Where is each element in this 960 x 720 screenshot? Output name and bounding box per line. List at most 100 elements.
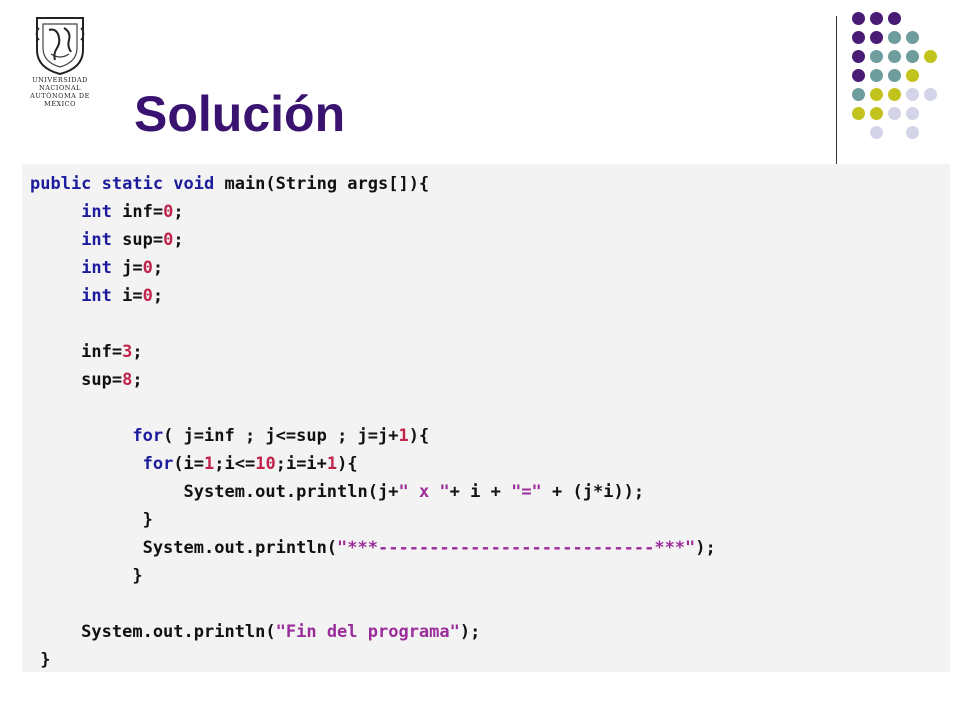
code-token: } [30, 650, 51, 670]
code-token: (i= [173, 454, 205, 474]
code-screenshot: public static void main(String args[]){ … [22, 164, 950, 672]
code-token: ){ [408, 426, 430, 446]
code-line: System.out.println("***-----------------… [30, 534, 716, 562]
code-token: inf= [30, 342, 123, 362]
code-token: "Fin del programa" [275, 622, 460, 642]
code-token: int [81, 202, 112, 222]
code-token: 1 [398, 426, 409, 446]
decorative-dot [924, 88, 937, 101]
code-token: int [81, 258, 112, 278]
code-token: ; [173, 202, 184, 222]
decorative-dot [852, 107, 865, 120]
code-line: ​ [30, 590, 716, 618]
decorative-dot [906, 88, 919, 101]
code-token: public static void [30, 174, 225, 194]
code-token: } [30, 510, 153, 530]
code-token: System.out.println( [30, 538, 338, 558]
code-token: 1 [204, 454, 215, 474]
code-token: ( j=inf ; j<=sup ; j=j+ [163, 426, 399, 446]
code-token: 8 [122, 370, 133, 390]
code-token: "=" [511, 482, 542, 502]
code-token: 0 [142, 258, 153, 278]
code-token: inf= [111, 202, 164, 222]
code-token: for [132, 426, 164, 446]
code-token: ){ [337, 454, 358, 474]
code-token: ;i<= [214, 454, 256, 474]
code-line: } [30, 562, 716, 590]
decorative-dot [906, 31, 919, 44]
decorative-dot [870, 126, 883, 139]
code-token: + i + [449, 482, 512, 502]
code-token: 3 [122, 342, 133, 362]
decorative-dot [870, 31, 883, 44]
unam-logo: Universidad Nacional Autónoma de México [14, 14, 106, 114]
code-token: for [142, 454, 174, 474]
code-token: "***---------------------------***" [337, 538, 696, 558]
code-line: ​ [30, 310, 716, 338]
code-line: int sup=0; [30, 226, 716, 254]
code-line: for(i=1;i<=10;i=i+1){ [30, 450, 716, 478]
decorative-dot [852, 12, 865, 25]
code-line: int inf=0; [30, 198, 716, 226]
decorative-dot [852, 31, 865, 44]
code-line: inf=3; [30, 338, 716, 366]
decorative-dot [888, 69, 901, 82]
decorative-dot [924, 50, 937, 63]
code-line: } [30, 646, 716, 674]
decorative-dot [852, 69, 865, 82]
code-token: ; [173, 230, 184, 250]
code-line: for( j=inf ; j<=sup ; j=j+1){ [30, 422, 716, 450]
code-token [30, 258, 81, 278]
code-token [30, 454, 143, 474]
logo-line2: Autónoma de [30, 92, 90, 100]
code-token: i= [111, 286, 143, 306]
code-token [30, 202, 81, 222]
code-line: System.out.println("Fin del programa"); [30, 618, 716, 646]
code-token: ; [132, 370, 143, 390]
code-line: sup=8; [30, 366, 716, 394]
logo-line1: Universidad Nacional [32, 76, 88, 92]
decorative-dot [870, 69, 883, 82]
code-line: int i=0; [30, 282, 716, 310]
code-token: 1 [326, 454, 338, 474]
code-token: 0 [163, 202, 174, 222]
decorative-dot [870, 88, 883, 101]
code-token: ;i=i+ [275, 454, 327, 474]
code-line: public static void main(String args[]){ [30, 170, 716, 198]
decorative-dot [906, 69, 919, 82]
decorative-dot [906, 107, 919, 120]
code-token: sup= [111, 230, 164, 250]
code-token [30, 286, 81, 306]
code-token: main(String args[]){ [224, 174, 430, 194]
decorative-dot [852, 88, 865, 101]
code-token: ; [132, 342, 143, 362]
code-token: 0 [142, 286, 153, 306]
divider-line [836, 16, 837, 168]
decorative-dot [888, 88, 901, 101]
logo-line3: México [44, 100, 76, 108]
decorative-dot [888, 31, 901, 44]
code-token: int [81, 230, 112, 250]
code-token: " x " [398, 482, 450, 502]
decorative-dot-grid [852, 12, 952, 162]
code-token: } [30, 566, 143, 586]
logo-caption: Universidad Nacional Autónoma de México [14, 76, 106, 108]
code-token: + (j*i)); [541, 482, 645, 502]
decorative-dot [870, 107, 883, 120]
code-token: 10 [255, 454, 276, 474]
code-token: System.out.println( [30, 622, 276, 642]
code-token: ); [459, 622, 481, 642]
code-block: public static void main(String args[]){ … [30, 170, 716, 674]
decorative-dot [888, 12, 901, 25]
decorative-dot [906, 126, 919, 139]
code-token: ); [695, 538, 716, 558]
code-line: } [30, 506, 716, 534]
code-token [30, 230, 81, 250]
decorative-dot [852, 50, 865, 63]
code-token: ; [152, 258, 164, 278]
decorative-dot [888, 107, 901, 120]
code-token: ; [152, 286, 164, 306]
decorative-dot [906, 50, 919, 63]
unam-seal-icon [35, 17, 85, 76]
slide-title: Solución [134, 86, 346, 142]
